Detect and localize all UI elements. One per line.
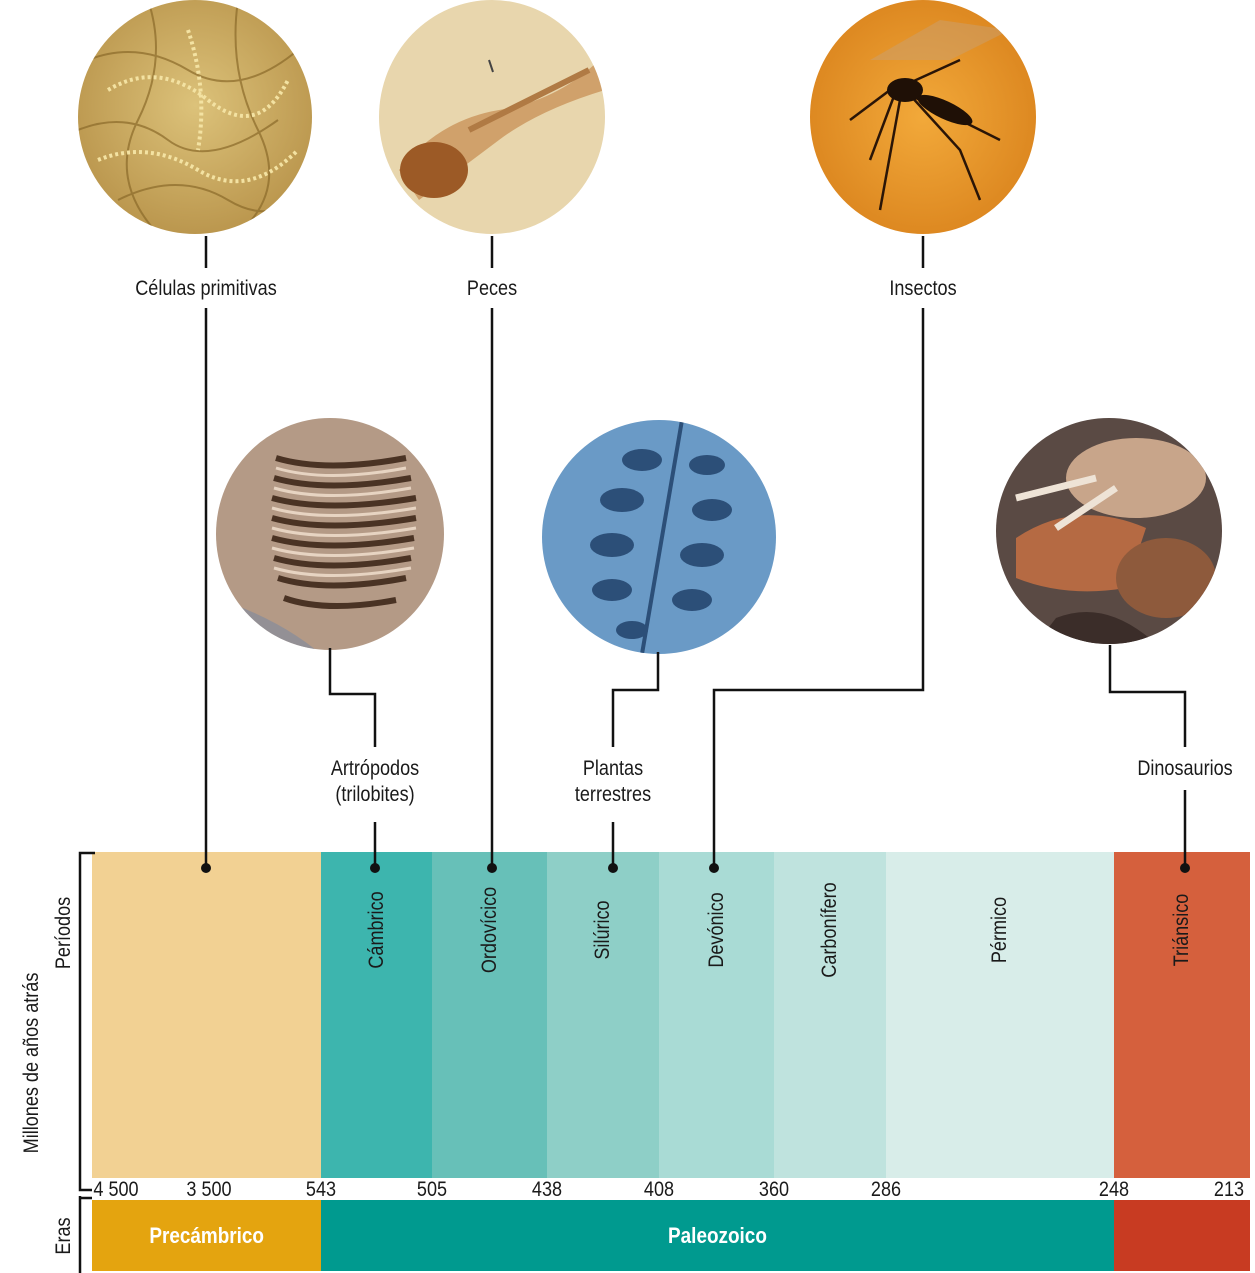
dinosaurios-image [996, 418, 1222, 644]
periods-label: Períodos [52, 897, 76, 969]
axis-brackets [0, 0, 100, 1273]
period-name-ordovicico: Ordovícico [478, 887, 502, 973]
eras-label: Eras [52, 1217, 76, 1254]
period-band-devonico: Devónico [659, 852, 774, 1178]
period-band-ordovicico: Ordovícico [432, 852, 547, 1178]
period-name-cambrico: Cámbrico [365, 891, 389, 968]
label-celulas: Células primitivas [135, 276, 277, 302]
period-band-silurico: Silúrico [547, 852, 659, 1178]
period-name-carbonifero: Carbonífero [818, 882, 842, 977]
axis-title: Millones de años atrás [20, 973, 44, 1154]
period-band-precambrian [92, 852, 321, 1178]
era-paleozoico: Paleozoico [321, 1200, 1114, 1271]
era-precambrico: Precámbrico [92, 1200, 321, 1271]
plantas-image [542, 420, 776, 654]
label-dinosaurios: Dinosaurios [1137, 756, 1232, 782]
label-insectos: Insectos [889, 276, 956, 302]
label-artropodos: Artrópodos(trilobites) [331, 756, 419, 808]
period-band-cambrico: Cámbrico [321, 852, 432, 1178]
period-name-silurico: Silúrico [591, 900, 615, 959]
period-name-permico: Pérmico [988, 897, 1012, 963]
label-peces: Peces [467, 276, 517, 302]
period-name-devonico: Devónico [705, 892, 729, 967]
period-band-triansico: Triánsico [1114, 852, 1250, 1178]
insectos-image [810, 0, 1036, 234]
period-band-carbonifero: Carbonífero [774, 852, 886, 1178]
period-band-permico: Pérmico [886, 852, 1114, 1178]
era-mesozoic-segment [1114, 1200, 1250, 1271]
era-name-paleozoico: Paleozoico [668, 1223, 767, 1249]
era-name-precambrico: Precámbrico [149, 1223, 264, 1249]
celulas-primitivas-image [78, 0, 312, 234]
peces-image [379, 0, 605, 234]
artropodos-image [216, 418, 444, 650]
period-name-triansico: Triánsico [1170, 894, 1194, 967]
